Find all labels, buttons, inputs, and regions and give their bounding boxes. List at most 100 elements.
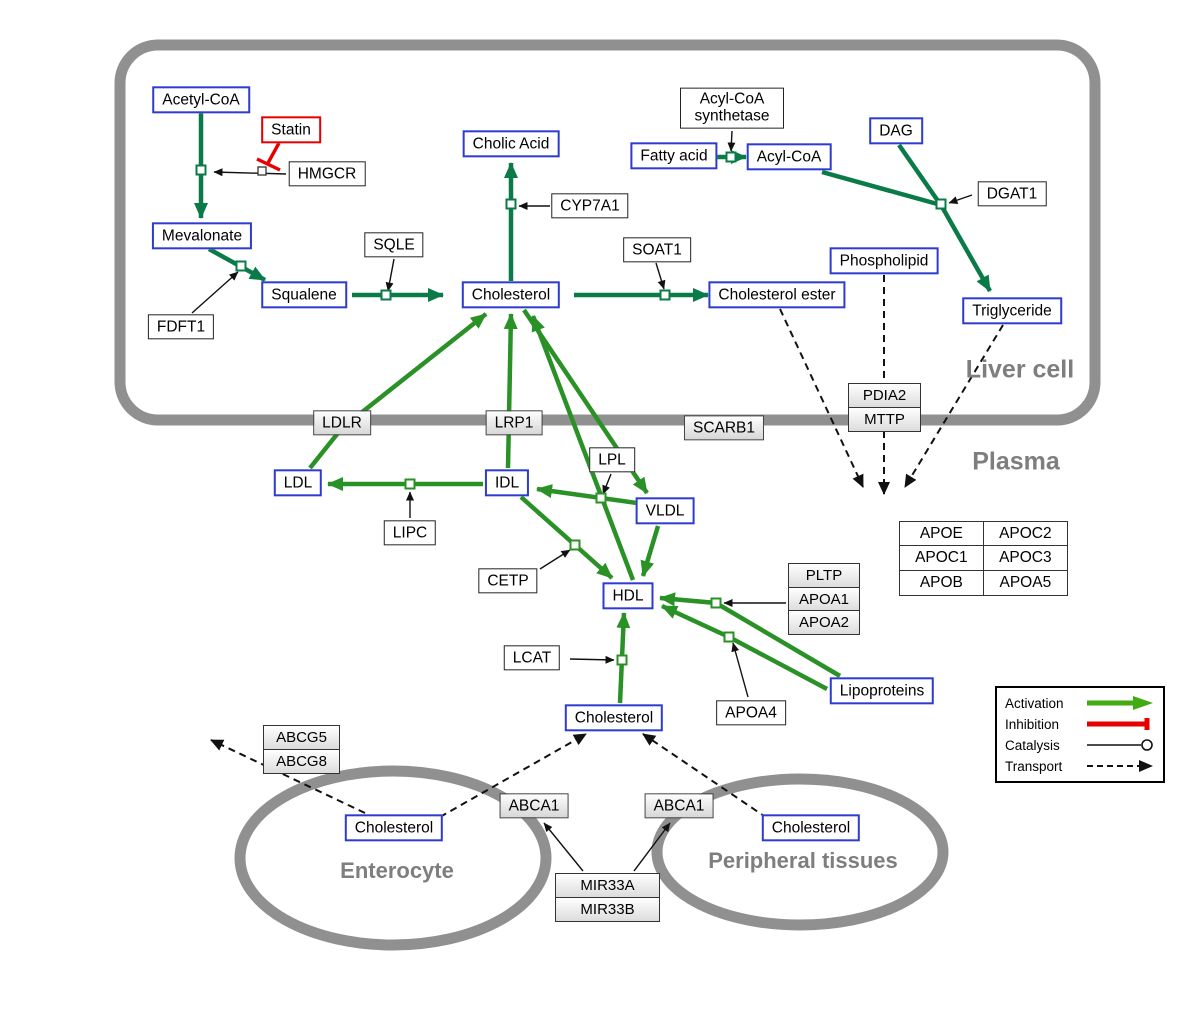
legend-row-activation: Activation	[1005, 695, 1155, 711]
node-sqle: SQLE	[364, 232, 424, 258]
edge-vldl-hdl	[640, 525, 661, 577]
statin-inhibition-tbar	[256, 157, 281, 172]
node-ldlr: LDLR	[313, 410, 371, 436]
node-cholesterol-enterocyte: Cholesterol	[344, 814, 444, 842]
edge-dag-dgat-junction	[897, 143, 940, 203]
node-pdia2: PDIA2	[848, 383, 921, 408]
edge-abcg-efflux	[210, 739, 366, 814]
apolipoprotein-table: APOE APOC2 APOC1 APOC3 APOB APOA5	[898, 520, 1068, 597]
node-lpl: LPL	[589, 447, 635, 473]
edge-lcat-catalysis	[569, 655, 615, 664]
node-cyp7a1: CYP7A1	[551, 193, 629, 219]
enterocyte-label: Enterocyte	[340, 858, 454, 883]
node-triglyceride: Triglyceride	[962, 297, 1062, 325]
node-cetp: CETP	[478, 568, 538, 594]
node-mttp: MTTP	[848, 406, 921, 432]
edge-mir33-abca1-left	[543, 822, 584, 872]
apo-cell: APOE	[898, 520, 984, 547]
node-abcg8: ABCG8	[263, 748, 340, 774]
legend-inhibition-label: Inhibition	[1005, 716, 1060, 732]
edge-ldl-uptake-ldlr	[308, 312, 488, 470]
node-lipc: LIPC	[383, 520, 437, 546]
transport-dashed-arrow-icon	[1087, 760, 1153, 772]
edge-fdft1-catalysis	[191, 271, 239, 314]
edge-lpl-catalysis	[602, 473, 612, 495]
node-acyl-coa: Acyl-CoA	[746, 143, 832, 171]
node-mir33b: MIR33B	[555, 896, 660, 922]
node-ldl: LDL	[273, 469, 323, 497]
apo-cell: APOB	[898, 570, 984, 597]
node-soat1: SOAT1	[623, 237, 691, 263]
node-scarb1: SCARB1	[683, 415, 765, 441]
node-mir33a: MIR33A	[555, 873, 660, 898]
edge-sqle-catalysis	[385, 258, 395, 292]
node-cholesterol-peripheral: Cholesterol	[761, 814, 861, 842]
peripheral-tissues-label: Peripheral tissues	[708, 848, 898, 873]
pdia2-mttp-stack: PDIA2 MTTP	[848, 383, 921, 432]
edge-triglyceride-secretion	[904, 324, 1004, 488]
edge-cetp-catalysis	[539, 549, 571, 570]
liver-cell-membrane	[114, 39, 1101, 426]
node-apoa1: APOA1	[788, 586, 860, 612]
catalysis-edges	[191, 130, 973, 872]
apo-cell: APOC2	[982, 520, 1068, 547]
node-acetyl-coa: Acetyl-CoA	[152, 86, 250, 114]
inhibition-edge	[256, 142, 281, 176]
statin-inhibition-line	[266, 142, 281, 164]
edge-acylcoa-synthetase-catalysis	[727, 130, 736, 152]
node-squalene: Squalene	[261, 281, 347, 309]
node-abca1-right: ABCA1	[644, 793, 714, 819]
edge-vldl-idl	[536, 484, 638, 506]
node-acyl-coa-synthetase: Acyl-CoA synthetase	[680, 87, 784, 129]
node-dgat1: DGAT1	[977, 181, 1047, 207]
node-phospholipid: Phospholipid	[829, 247, 939, 275]
node-fatty-acid: Fatty acid	[630, 142, 718, 170]
node-apoa4: APOA4	[716, 700, 786, 726]
junction-squares	[195, 151, 947, 666]
node-idl: IDL	[484, 469, 530, 497]
membranes	[114, 39, 1101, 951]
transport-edges	[210, 275, 1004, 819]
apo-cell: APOC1	[898, 545, 984, 572]
node-apoa2: APOA2	[788, 610, 860, 636]
apo-cell: APOC3	[982, 545, 1068, 572]
edge-cholesterol-ester-secretion	[779, 308, 864, 488]
enterocyte-membrane	[234, 765, 552, 951]
liver-cell-label: Liver cell	[965, 355, 1075, 384]
activation-arrow-icon	[1087, 696, 1153, 710]
legend-row-transport: Transport	[1005, 758, 1155, 774]
node-abcg5: ABCG5	[263, 725, 340, 750]
legend-activation-label: Activation	[1005, 695, 1064, 711]
node-abca1-left: ABCA1	[499, 793, 569, 819]
node-lrp1: LRP1	[485, 410, 543, 436]
node-cholesterol-plasma: Cholesterol	[564, 704, 664, 732]
edge-soat1-catalysis	[655, 262, 666, 290]
edge-idl-uptake-lrp1	[503, 313, 518, 469]
legend-transport-label: Transport	[1005, 758, 1063, 774]
node-lipoproteins: Lipoproteins	[829, 677, 935, 705]
edge-peripheral-cholesterol-efflux	[642, 733, 768, 819]
node-statin: Statin	[261, 116, 321, 144]
node-vldl: VLDL	[635, 497, 695, 525]
mir33-stack: MIR33A MIR33B	[555, 873, 660, 922]
node-cholesterol-ester: Cholesterol ester	[708, 281, 846, 309]
node-pltp: PLTP	[788, 563, 860, 588]
edge-idl-hdl-cetp	[519, 495, 614, 580]
node-fdft1: FDFT1	[147, 314, 215, 340]
node-dag: DAG	[869, 117, 923, 145]
legend: Activation Inhibition Catalysis Transpor…	[995, 686, 1165, 783]
node-mevalonate: Mevalonate	[151, 222, 253, 250]
legend-row-catalysis: Catalysis	[1005, 737, 1155, 753]
edge-enterocyte-cholesterol-efflux	[439, 733, 587, 818]
plasma-label: Plasma	[972, 447, 1060, 476]
node-cholic-acid: Cholic Acid	[462, 130, 560, 158]
legend-catalysis-label: Catalysis	[1005, 737, 1060, 753]
node-hmgcr: HMGCR	[288, 161, 366, 187]
legend-row-inhibition: Inhibition	[1005, 716, 1155, 732]
apo-cell: APOA5	[982, 570, 1068, 597]
inhibition-tbar-icon	[1087, 718, 1150, 730]
catalysis-circle-icon	[1087, 739, 1153, 751]
node-hdl: HDL	[602, 582, 654, 610]
